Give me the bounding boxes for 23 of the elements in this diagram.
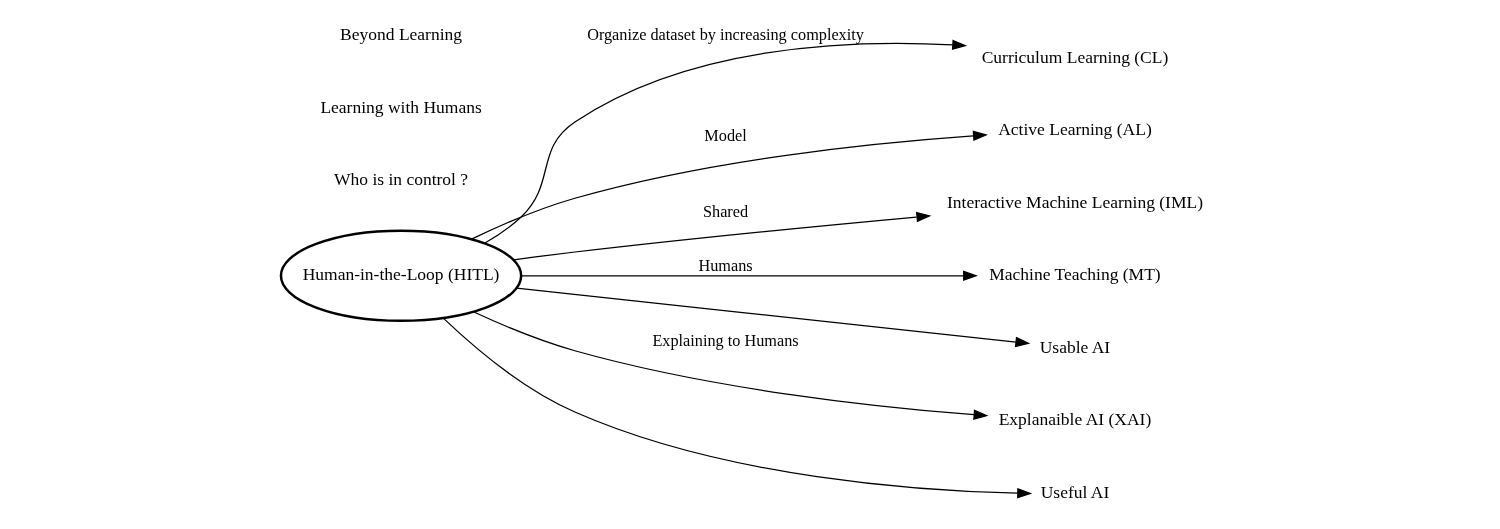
node-text: Explanaible AI (XAI) xyxy=(998,409,1151,430)
edge-label: Model xyxy=(703,127,747,146)
edge-label: Shared xyxy=(702,203,748,222)
arrow xyxy=(472,311,989,420)
label: Beyond Learning xyxy=(339,24,462,45)
edge-label: Organize dataset by increasing complexity xyxy=(586,25,864,44)
arrow xyxy=(483,39,967,244)
label: Who is in control ? xyxy=(333,169,468,190)
node-text: Machine Teaching (MT) xyxy=(988,264,1161,285)
arrow xyxy=(515,287,1030,348)
arrow xyxy=(442,317,1032,499)
node-text: Active Learning (AL) xyxy=(997,119,1152,140)
arrow xyxy=(512,211,931,261)
arrow xyxy=(520,270,978,281)
edge-label: Humans xyxy=(697,257,753,276)
label: Learning with Humans xyxy=(319,96,482,117)
edge-label: Explaining to Humans xyxy=(651,332,799,351)
node-text: Useful AI xyxy=(1040,481,1109,502)
node-text: Interactive Machine Learning (IML) xyxy=(946,191,1203,212)
node-ellipse: Human-in-the-Loop (HITL) xyxy=(279,229,522,322)
node-text: Curriculum Learning (CL) xyxy=(981,46,1168,67)
node-text: Usable AI xyxy=(1039,336,1110,357)
arrow xyxy=(470,130,988,240)
